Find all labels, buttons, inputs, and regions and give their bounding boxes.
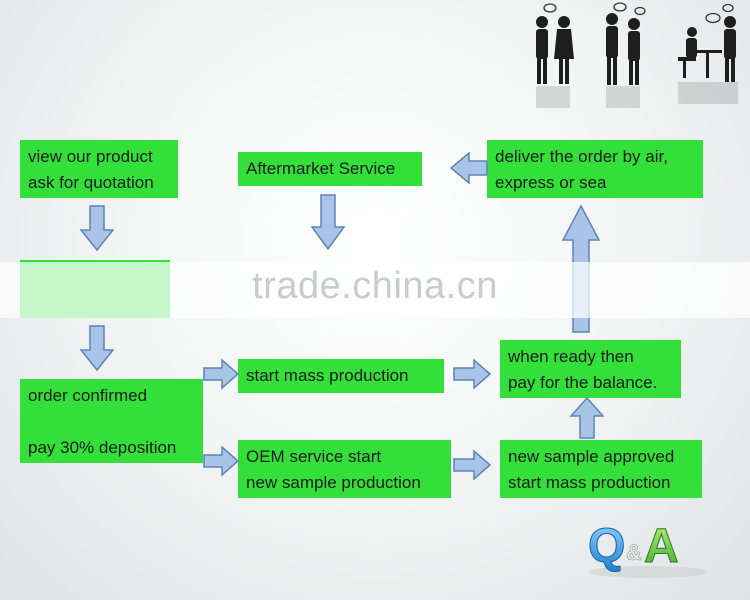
watermark-text: trade.china.cn <box>252 265 498 307</box>
arrow-down-icon <box>79 325 115 372</box>
arrow-up-icon <box>569 396 605 439</box>
step-sample-approved: new sample approved start mass productio… <box>500 440 702 498</box>
step-ready-pay-balance: when ready then pay for the balance. <box>500 340 681 398</box>
business-people-illustration <box>536 2 738 108</box>
svg-text:&: & <box>626 540 642 565</box>
step-oem-service: OEM service start new sample production <box>238 440 451 498</box>
arrow-right-icon <box>453 449 492 481</box>
arrow-down-icon <box>79 205 115 252</box>
step-order-confirmed: order confirmed pay 30% deposition <box>20 379 203 463</box>
arrow-right-icon <box>203 358 240 390</box>
svg-text:Q: Q <box>588 520 625 573</box>
step-aftermarket-service: Aftermarket Service <box>238 152 422 186</box>
arrow-down-icon <box>310 194 346 251</box>
step-view-product: view our product ask for quotation <box>20 140 178 198</box>
arrow-right-icon <box>203 445 240 477</box>
watermark-band <box>0 262 750 318</box>
svg-text:A: A <box>644 520 679 573</box>
arrow-left-icon <box>449 151 488 185</box>
qa-logo: Q & A <box>588 520 708 578</box>
step-mass-production: start mass production <box>238 359 444 393</box>
step-deliver-order: deliver the order by air, express or sea <box>487 140 703 198</box>
arrow-right-icon <box>453 358 492 390</box>
